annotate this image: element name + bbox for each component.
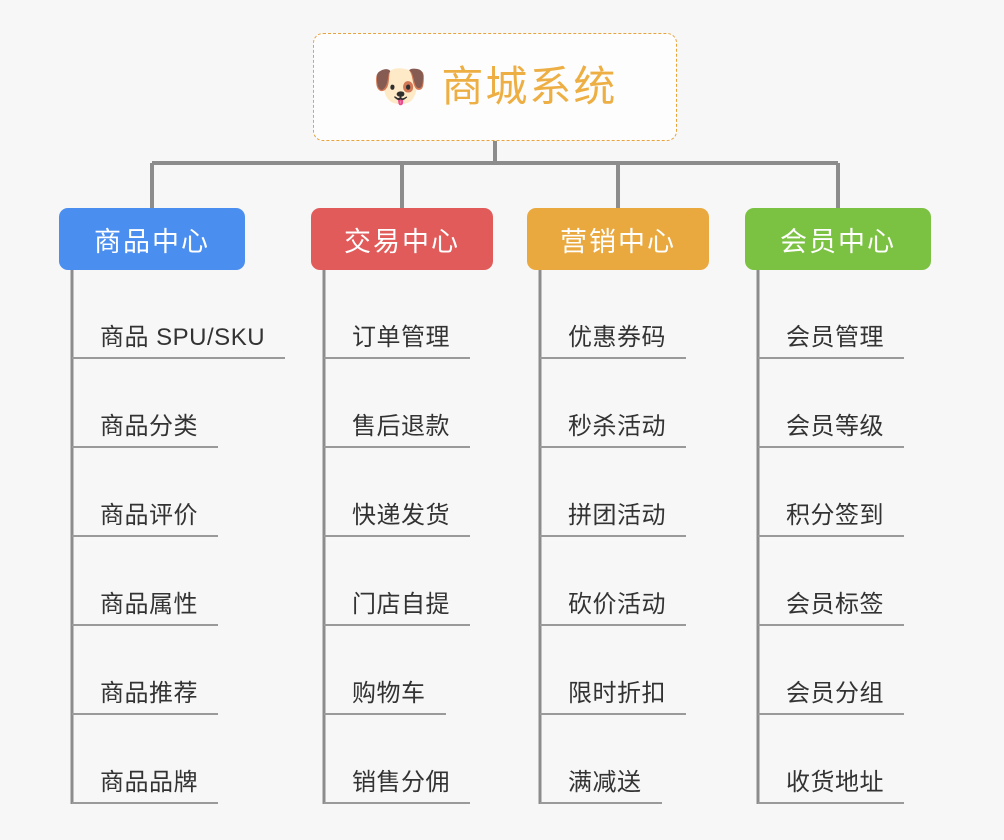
leaf-underline: 会员管理 [758, 323, 904, 359]
leaf-underline: 销售分佣 [324, 768, 470, 804]
leaf-item[interactable]: 会员标签 [745, 537, 931, 626]
leaf-label: 砍价活动 [568, 590, 666, 618]
branch-header-label: 商品中心 [94, 226, 210, 257]
leaf-label: 商品分类 [100, 412, 198, 440]
leaf-underline: 满减送 [540, 768, 662, 804]
leaf-item[interactable]: 订单管理 [311, 270, 493, 359]
leaf-label: 会员分组 [786, 679, 884, 707]
leaf-underline: 商品 SPU/SKU [72, 323, 286, 359]
leaf-underline: 购物车 [324, 679, 446, 715]
leaf-item[interactable]: 商品 SPU/SKU [59, 270, 286, 359]
branch-trade-center: 交易中心订单管理售后退款快递发货门店自提购物车销售分佣 [311, 208, 493, 804]
leaf-underline: 商品评价 [72, 501, 218, 537]
leaf-underline: 积分签到 [758, 501, 904, 537]
leaf-label: 会员等级 [786, 412, 884, 440]
leaf-label: 门店自提 [352, 590, 450, 618]
leaf-underline: 会员标签 [758, 590, 904, 626]
leaf-list-marketing-center: 优惠券码秒杀活动拼团活动砍价活动限时折扣满减送 [527, 270, 709, 804]
leaf-label: 售后退款 [352, 412, 450, 440]
leaf-underline: 拼团活动 [540, 501, 686, 537]
leaf-item[interactable]: 砍价活动 [527, 537, 709, 626]
leaf-item[interactable]: 会员分组 [745, 626, 931, 715]
leaf-label: 收货地址 [786, 768, 884, 796]
leaf-label: 订单管理 [352, 323, 450, 351]
branch-header-label: 会员中心 [780, 226, 896, 257]
leaf-label: 快递发货 [352, 501, 450, 529]
leaf-label: 拼团活动 [568, 501, 666, 529]
leaf-label: 商品属性 [100, 590, 198, 618]
leaf-underline: 商品推荐 [72, 679, 218, 715]
leaf-item[interactable]: 满减送 [527, 715, 709, 804]
leaf-underline: 会员分组 [758, 679, 904, 715]
leaf-label: 优惠券码 [568, 323, 666, 351]
leaf-label: 销售分佣 [352, 768, 450, 796]
leaf-item[interactable]: 商品推荐 [59, 626, 245, 715]
leaf-label: 购物车 [352, 679, 426, 707]
leaf-item[interactable]: 商品品牌 [59, 715, 245, 804]
leaf-item[interactable]: 限时折扣 [527, 626, 709, 715]
leaf-list-product-center: 商品 SPU/SKU 商品分类商品评价商品属性商品推荐商品品牌 [59, 270, 286, 804]
branch-header-member-center[interactable]: 会员中心 [745, 208, 931, 270]
root-node[interactable]: 🐶 商城系统 [313, 33, 677, 141]
leaf-label: 商品 SPU/SKU [100, 323, 266, 351]
branch-product-center: 商品中心商品 SPU/SKU 商品分类商品评价商品属性商品推荐商品品牌 [59, 208, 286, 804]
leaf-underline: 砍价活动 [540, 590, 686, 626]
leaf-item[interactable]: 商品评价 [59, 448, 245, 537]
branch-header-label: 营销中心 [560, 226, 676, 257]
branch-marketing-center: 营销中心优惠券码秒杀活动拼团活动砍价活动限时折扣满减送 [527, 208, 709, 804]
leaf-label: 积分签到 [786, 501, 884, 529]
leaf-underline: 订单管理 [324, 323, 470, 359]
leaf-item[interactable]: 会员等级 [745, 359, 931, 448]
leaf-underline: 快递发货 [324, 501, 470, 537]
dog-face-icon: 🐶 [372, 62, 428, 111]
leaf-underline: 会员等级 [758, 412, 904, 448]
leaf-item[interactable]: 销售分佣 [311, 715, 493, 804]
leaf-underline: 秒杀活动 [540, 412, 686, 448]
leaf-underline: 商品品牌 [72, 768, 218, 804]
leaf-underline: 收货地址 [758, 768, 904, 804]
leaf-underline: 商品分类 [72, 412, 218, 448]
leaf-label: 会员标签 [786, 590, 884, 618]
leaf-item[interactable]: 商品分类 [59, 359, 245, 448]
leaf-label: 满减送 [568, 768, 642, 796]
leaf-label: 商品推荐 [100, 679, 198, 707]
leaf-label: 秒杀活动 [568, 412, 666, 440]
leaf-item[interactable]: 秒杀活动 [527, 359, 709, 448]
leaf-item[interactable]: 会员管理 [745, 270, 931, 359]
leaf-list-trade-center: 订单管理售后退款快递发货门店自提购物车销售分佣 [311, 270, 493, 804]
leaf-item[interactable]: 积分签到 [745, 448, 931, 537]
branch-header-product-center[interactable]: 商品中心 [59, 208, 245, 270]
leaf-item[interactable]: 商品属性 [59, 537, 245, 626]
leaf-item[interactable]: 门店自提 [311, 537, 493, 626]
leaf-underline: 门店自提 [324, 590, 470, 626]
branch-header-trade-center[interactable]: 交易中心 [311, 208, 493, 270]
leaf-list-member-center: 会员管理会员等级积分签到会员标签会员分组收货地址 [745, 270, 931, 804]
leaf-underline: 优惠券码 [540, 323, 686, 359]
leaf-label: 会员管理 [786, 323, 884, 351]
leaf-underline: 售后退款 [324, 412, 470, 448]
branch-header-marketing-center[interactable]: 营销中心 [527, 208, 709, 270]
branch-header-label: 交易中心 [344, 226, 460, 257]
leaf-item[interactable]: 收货地址 [745, 715, 931, 804]
leaf-item[interactable]: 售后退款 [311, 359, 493, 448]
leaf-item[interactable]: 优惠券码 [527, 270, 709, 359]
leaf-item[interactable]: 购物车 [311, 626, 493, 715]
leaf-item[interactable]: 快递发货 [311, 448, 493, 537]
leaf-label: 商品品牌 [100, 768, 198, 796]
leaf-label: 限时折扣 [568, 679, 666, 707]
leaf-item[interactable]: 拼团活动 [527, 448, 709, 537]
branch-member-center: 会员中心会员管理会员等级积分签到会员标签会员分组收货地址 [745, 208, 931, 804]
leaf-label: 商品评价 [100, 501, 198, 529]
leaf-underline: 商品属性 [72, 590, 218, 626]
leaf-underline: 限时折扣 [540, 679, 686, 715]
root-title: 商城系统 [441, 63, 618, 110]
